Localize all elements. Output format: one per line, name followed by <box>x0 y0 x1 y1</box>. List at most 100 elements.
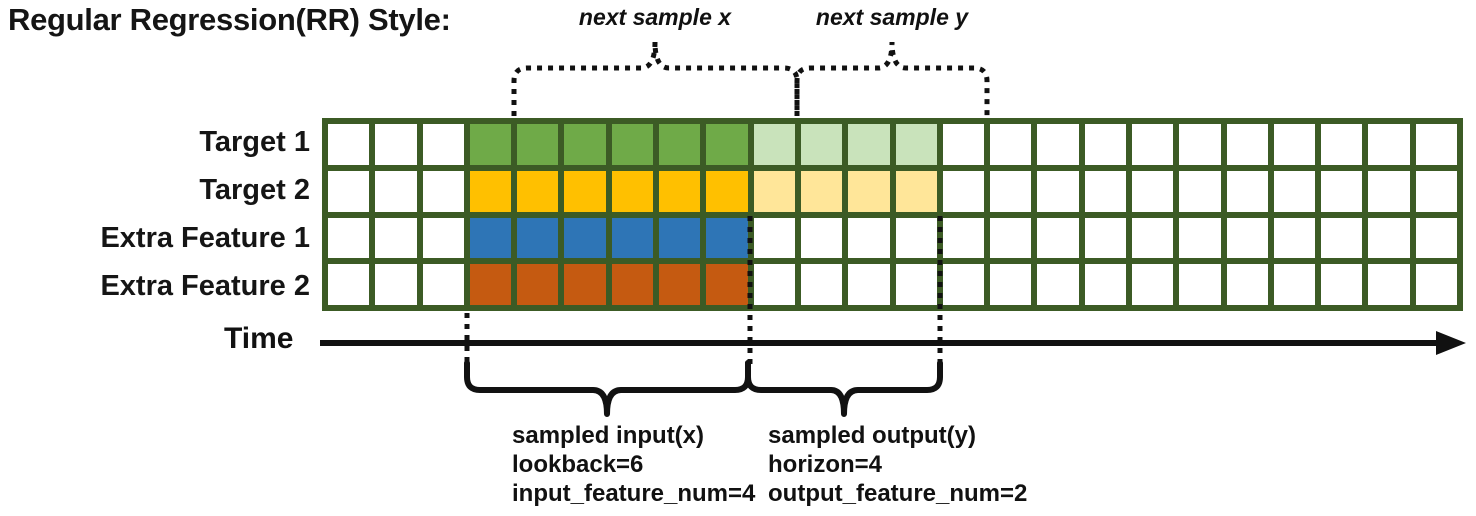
input-feature-num-value: input_feature_num=4 <box>512 480 756 507</box>
grid-cell-r1-c2 <box>375 124 417 165</box>
grid-cell-r1-c10 <box>753 124 795 165</box>
grid-cell-r1-c6 <box>564 124 606 165</box>
grid-cell-r4-c2 <box>375 264 417 305</box>
grid-cell-r2-c11 <box>800 170 843 212</box>
grid-cell-r2-c21 <box>1273 170 1316 212</box>
next-sample-x-brace <box>511 41 800 116</box>
grid-cell-r2-c10 <box>753 170 795 212</box>
grid-cell-r1-c20 <box>1226 124 1268 165</box>
grid-cell-r2-c4 <box>469 170 512 212</box>
grid-cell-r4-c16 <box>1037 264 1079 305</box>
output-feature-num-value: output_feature_num=2 <box>768 480 1028 507</box>
grid-cell-r1-c7 <box>611 124 654 165</box>
sampled-input-title: sampled input(x) <box>512 422 705 449</box>
grid-cell-r2-c13 <box>895 170 937 212</box>
grid-cell-r3-c22 <box>1321 217 1363 259</box>
grid-cell-r3-c19 <box>1179 217 1221 259</box>
grid-cell-r4-c18 <box>1131 264 1174 305</box>
grid-cell-r2-c16 <box>1037 170 1079 212</box>
grid-cell-r1-c12 <box>848 124 890 165</box>
grid-cell-r2-c15 <box>990 170 1032 212</box>
grid-cell-r1-c8 <box>659 124 701 165</box>
grid-cell-r1-c19 <box>1179 124 1221 165</box>
sampled-output-brace <box>745 360 943 417</box>
grid-cell-r2-c23 <box>1368 170 1410 212</box>
sampled-input-brace <box>464 360 751 417</box>
grid-cell-r3-c4 <box>469 217 512 259</box>
grid-cell-r4-c11 <box>800 264 843 305</box>
grid-cell-r2-c19 <box>1179 170 1221 212</box>
time-axis-label: Time <box>224 322 294 355</box>
grid-cell-r3-c24 <box>1415 217 1457 259</box>
grid-cell-r2-c7 <box>611 170 654 212</box>
grid-cell-r4-c15 <box>990 264 1032 305</box>
grid-cell-r2-c18 <box>1131 170 1174 212</box>
grid-cell-r3-c17 <box>1084 217 1126 259</box>
grid-cell-r4-c24 <box>1415 264 1457 305</box>
grid-cell-r3-c12 <box>848 217 890 259</box>
grid-cell-r4-c17 <box>1084 264 1126 305</box>
grid-cell-r4-c12 <box>848 264 890 305</box>
grid-cell-r4-c7 <box>611 264 654 305</box>
grid-cell-r1-c18 <box>1131 124 1174 165</box>
grid-cell-r1-c9 <box>706 124 748 165</box>
row-label-target-2: Target 2 <box>199 173 310 206</box>
grid-cell-r1-c22 <box>1321 124 1363 165</box>
sampled-output-notes: sampled output(y) horizon=4 output_featu… <box>768 421 1027 508</box>
grid-cell-r3-c10 <box>753 217 795 259</box>
grid-cell-r3-c16 <box>1037 217 1079 259</box>
grid-cell-r2-c22 <box>1321 170 1363 212</box>
grid-cell-r4-c14 <box>942 264 985 305</box>
grid-cell-r4-c19 <box>1179 264 1221 305</box>
grid-cell-r2-c17 <box>1084 170 1126 212</box>
grid-cell-r3-c2 <box>375 217 417 259</box>
grid-cell-r2-c12 <box>848 170 890 212</box>
grid-cell-r2-c8 <box>659 170 701 212</box>
grid-cell-r3-c8 <box>659 217 701 259</box>
grid-cell-r4-c13 <box>895 264 937 305</box>
grid-cell-r1-c16 <box>1037 124 1079 165</box>
grid-cell-r4-c4 <box>469 264 512 305</box>
grid-cell-r4-c10 <box>753 264 795 305</box>
grid-cell-r4-c3 <box>422 264 464 305</box>
grid-cell-r1-c17 <box>1084 124 1126 165</box>
grid-cell-r2-c24 <box>1415 170 1457 212</box>
grid-cell-r2-c20 <box>1226 170 1268 212</box>
row-label-column: Target 1 Target 2 Extra Feature 1 Extra … <box>0 118 316 311</box>
grid-cell-r4-c5 <box>517 264 559 305</box>
grid-cell-r1-c11 <box>800 124 843 165</box>
grid-cell-r3-c11 <box>800 217 843 259</box>
grid-cell-r2-c2 <box>375 170 417 212</box>
time-series-grid <box>322 118 1463 311</box>
grid-cell-r3-c5 <box>517 217 559 259</box>
grid-cell-r3-c6 <box>564 217 606 259</box>
sampled-input-notes: sampled input(x) lookback=6 input_featur… <box>512 421 755 508</box>
lookback-value: lookback=6 <box>512 451 644 478</box>
grid-cell-r3-c15 <box>990 217 1032 259</box>
next-sample-y-brace <box>794 41 990 116</box>
grid-cell-r2-c14 <box>942 170 985 212</box>
grid-cell-r4-c9 <box>706 264 748 305</box>
grid-cell-r2-c9 <box>706 170 748 212</box>
grid-cell-r3-c20 <box>1226 217 1268 259</box>
grid-cell-r2-c5 <box>517 170 559 212</box>
grid-cell-r3-c14 <box>942 217 985 259</box>
grid-cell-r1-c15 <box>990 124 1032 165</box>
grid-cell-r3-c21 <box>1273 217 1316 259</box>
grid-cell-r1-c1 <box>328 124 370 165</box>
grid-cell-r3-c7 <box>611 217 654 259</box>
grid-cell-r1-c14 <box>942 124 985 165</box>
row-label-extra-feature-2: Extra Feature 2 <box>100 270 310 303</box>
sampled-output-title: sampled output(y) <box>768 422 976 449</box>
time-axis-arrowhead <box>1436 331 1466 355</box>
next-sample-y-label: next sample y <box>815 4 969 30</box>
grid-cell-r3-c18 <box>1131 217 1174 259</box>
horizon-value: horizon=4 <box>768 451 883 478</box>
next-sample-x-label: next sample x <box>578 4 732 30</box>
row-label-extra-feature-1: Extra Feature 1 <box>100 222 310 255</box>
grid-cell-r2-c6 <box>564 170 606 212</box>
grid-cell-r3-c3 <box>422 217 464 259</box>
grid-cell-r3-c1 <box>328 217 370 259</box>
grid-cell-r4-c21 <box>1273 264 1316 305</box>
